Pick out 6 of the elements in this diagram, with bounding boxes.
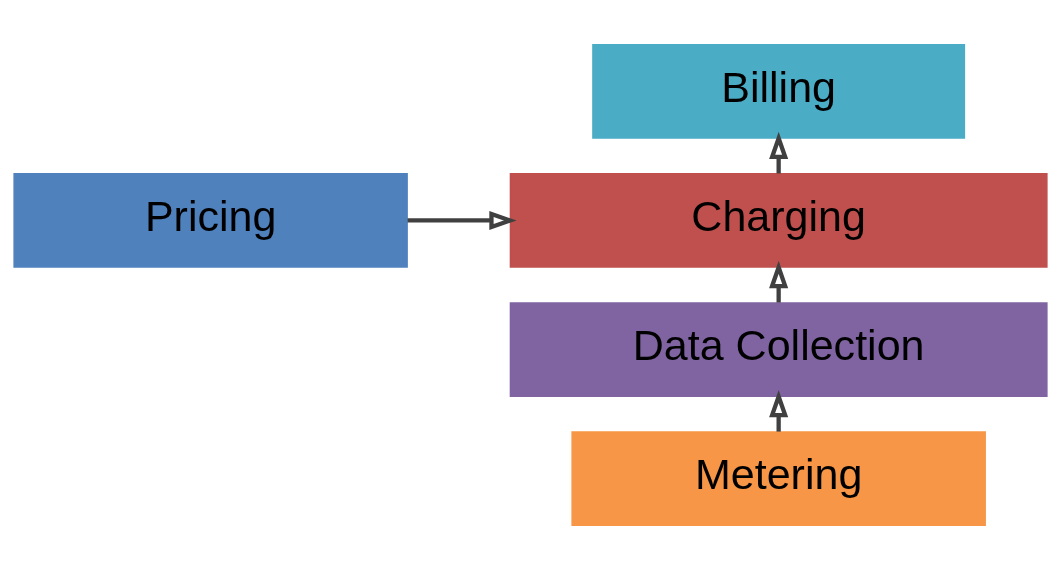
node-box: Data Collection [509,302,1048,397]
arrow [407,210,517,230]
node-box: Charging [509,173,1048,268]
node-box: Pricing [13,173,408,268]
node-box: Billing [592,44,966,139]
node-box: Metering [571,431,986,526]
